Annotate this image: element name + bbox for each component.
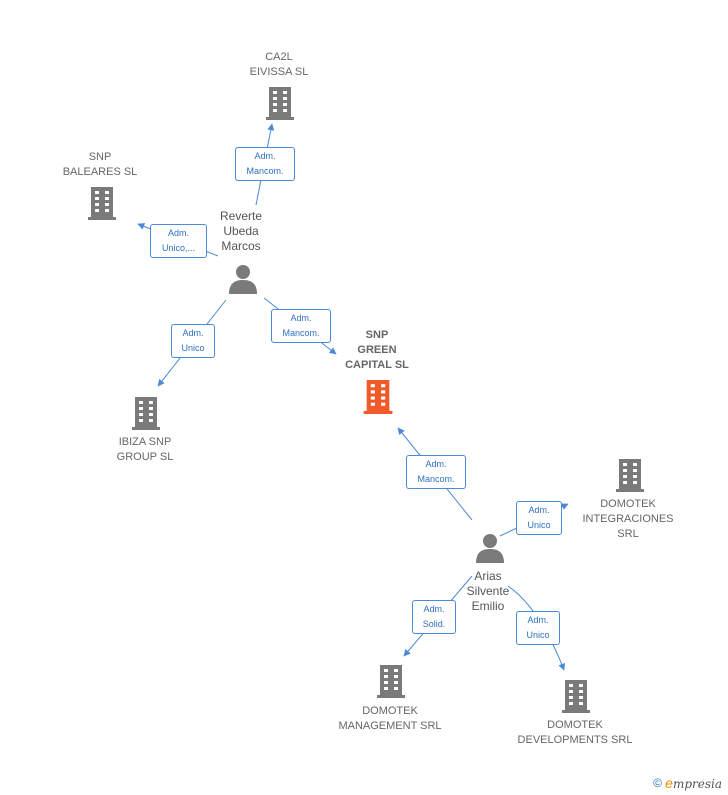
edge-label-arias-integ[interactable]: Adm. Unico (516, 501, 562, 535)
footer-brand: © empresia (653, 775, 722, 791)
company-label-domotek-integ[interactable]: DOMOTEK INTEGRACIONES SRL (582, 498, 674, 540)
copyright-symbol: © (653, 776, 663, 790)
person-label-arias[interactable]: Arias Silvente Emilio (466, 569, 510, 613)
edge-label-reverte-green[interactable]: Adm. Mancom. (271, 309, 331, 343)
edge-label-arias-mgmt[interactable]: Adm. Solid. (412, 600, 456, 634)
company-label-domotek-mgmt[interactable]: DOMOTEK MANAGEMENT SRL (338, 705, 442, 732)
edge-label-arias-dev[interactable]: Adm. Unico (516, 611, 560, 645)
building-icon[interactable] (614, 458, 646, 492)
company-label-ibiza-snp[interactable]: IBIZA SNP GROUP SL (116, 436, 174, 463)
building-icon[interactable] (264, 86, 296, 120)
edge-label-arias-green[interactable]: Adm. Mancom. (406, 455, 466, 489)
building-icon[interactable] (130, 396, 162, 430)
company-label-domotek-dev[interactable]: DOMOTEK DEVELOPMENTS SRL (517, 719, 633, 746)
company-label-snp-baleares[interactable]: SNP BALEARES SL (62, 151, 138, 178)
building-icon[interactable] (86, 186, 118, 220)
edge-label-reverte-ibiza[interactable]: Adm. Unico (171, 324, 215, 358)
building-icon[interactable] (361, 379, 395, 414)
edge-label-reverte-baleares[interactable]: Adm. Unico,... (150, 224, 207, 258)
brand-logo: empresia (665, 775, 722, 791)
person-label-reverte[interactable]: Reverte Ubeda Marcos (219, 209, 263, 253)
building-icon[interactable] (560, 679, 592, 713)
edge-label-reverte-ca2l[interactable]: Adm. Mancom. (235, 147, 295, 181)
person-icon[interactable] (475, 533, 505, 563)
building-icon[interactable] (375, 664, 407, 698)
company-label-ca2l[interactable]: CA2L EIVISSA SL (249, 51, 309, 78)
person-icon[interactable] (228, 264, 258, 294)
company-label-snp-green[interactable]: SNP GREEN CAPITAL SL (345, 329, 409, 371)
